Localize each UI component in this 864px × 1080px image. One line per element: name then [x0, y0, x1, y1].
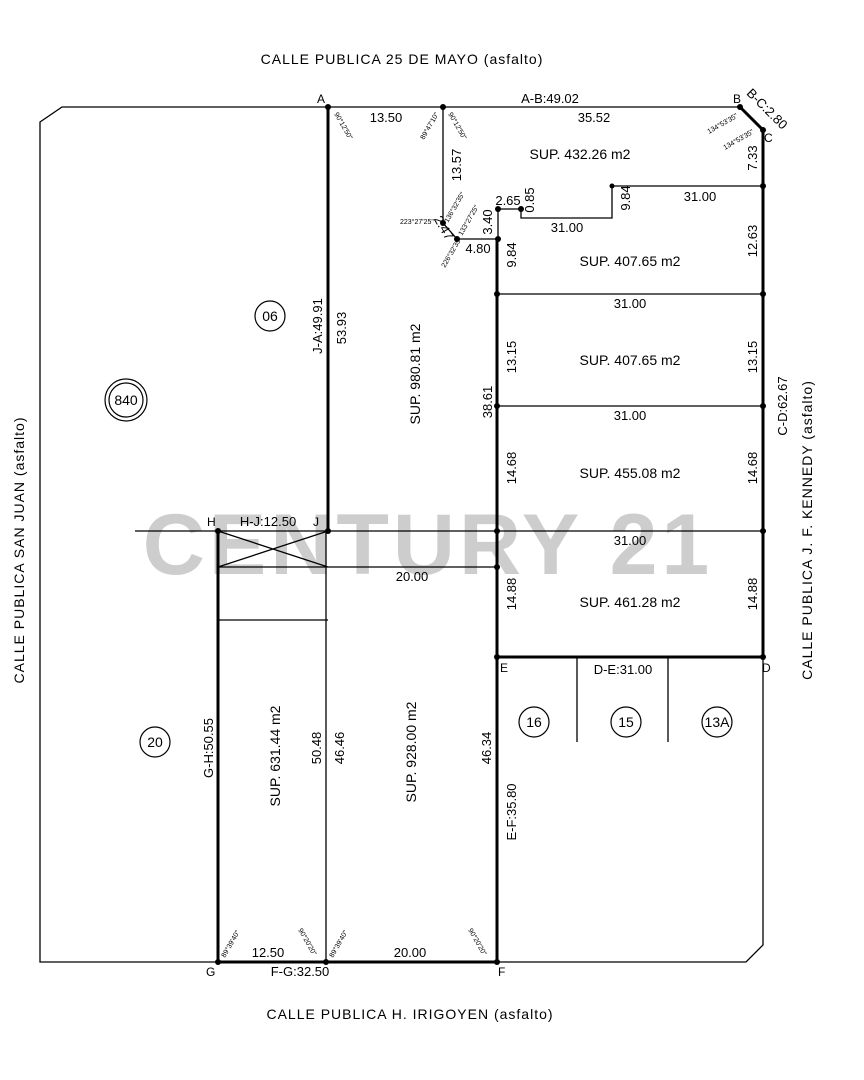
label-f: F — [498, 965, 505, 979]
label-d3100c: 31.00 — [614, 296, 647, 311]
label-d480: 4.80 — [465, 241, 490, 256]
label-cd: C-D:62.67 — [775, 376, 790, 435]
label-d1488b: 14.88 — [745, 578, 760, 611]
label-d265: 2.65 — [495, 193, 520, 208]
label-g8: 134°53'35" — [706, 112, 740, 136]
dimension-labels: 13.50 35.52 13.57 2.65 0.85 3.40 2.47 4.… — [252, 110, 760, 960]
label-a: A — [317, 92, 325, 106]
label-d5393: 53.93 — [334, 312, 349, 345]
label-d1357: 13.57 — [449, 149, 464, 182]
parcel-boundary — [216, 105, 765, 964]
crossed-box — [217, 530, 329, 568]
label-d1250: 12.50 — [252, 945, 285, 960]
street-top: CALLE PUBLICA 25 DE MAYO (asfalto) — [261, 51, 544, 67]
label-d3100a: 31.00 — [551, 220, 584, 235]
label-d1468b: 14.68 — [745, 452, 760, 485]
label-d3100e: 31.00 — [614, 533, 647, 548]
label-g: G — [206, 965, 215, 979]
label-a3: SUP. 407.65 m2 — [580, 352, 681, 368]
label-ab: A-B:49.02 — [521, 91, 579, 106]
label-a5: SUP. 461.28 m2 — [580, 594, 681, 610]
label-d4646: 46.46 — [332, 732, 347, 765]
street-right: CALLE PUBLICA J. F. KENNEDY (asfalto) — [799, 380, 815, 680]
label-ja: J-A:49.91 — [310, 298, 325, 354]
label-d340: 3.40 — [480, 209, 495, 234]
label-d1350: 13.50 — [370, 110, 403, 125]
label-fg: F-G:32.50 — [271, 964, 330, 979]
label-g12: 89°39'40" — [328, 929, 350, 959]
label-g6: 133°27'25" — [457, 203, 481, 237]
label-d3552: 35.52 — [578, 110, 611, 125]
label-d3100d: 31.00 — [614, 408, 647, 423]
label-de: D-E:31.00 — [594, 662, 653, 677]
label-a7: SUP. 631.44 m2 — [267, 705, 283, 806]
label-g10: 89°39'40" — [220, 929, 242, 959]
lot-numbers — [104, 300, 733, 758]
label-a2: SUP. 407.65 m2 — [580, 253, 681, 269]
label-d2000b: 20.00 — [394, 945, 427, 960]
label-b: B — [733, 92, 741, 106]
label-bc: B-C:2.80 — [744, 85, 791, 132]
label-d2000a: 20.00 — [396, 569, 429, 584]
internal-lines — [135, 293, 763, 962]
label-g11: 90°20'20" — [296, 927, 318, 957]
label-j: J — [313, 515, 319, 529]
label-d5048: 50.48 — [309, 732, 324, 765]
label-hj: H-J:12.50 — [240, 514, 296, 529]
lot-line-top — [442, 107, 763, 240]
label-a4: SUP. 455.08 m2 — [580, 465, 681, 481]
label-gh: G-H:50.55 — [201, 718, 216, 778]
watermark: CENTURY 21 — [143, 497, 714, 593]
label-l16: 16 — [526, 714, 542, 730]
label-g2: 89°47'10" — [419, 111, 441, 141]
label-d3861: 38.61 — [480, 386, 495, 419]
label-d4634: 46.34 — [479, 732, 494, 765]
label-d984b: 9.84 — [504, 242, 519, 267]
label-l15: 15 — [618, 714, 634, 730]
label-d1263: 12.63 — [745, 225, 760, 258]
street-left: CALLE PUBLICA SAN JUAN (asfalto) — [11, 417, 27, 684]
label-l06: 06 — [262, 308, 278, 324]
label-a1: SUP. 432.26 m2 — [530, 146, 631, 162]
lot-number-labels: 06 840 20 16 15 13A — [114, 308, 730, 750]
label-g3: 90°12'50" — [446, 111, 468, 141]
label-d1468a: 14.68 — [504, 452, 519, 485]
label-d1315b: 13.15 — [745, 341, 760, 374]
label-e: E — [500, 661, 508, 675]
label-a8: SUP. 928.00 m2 — [403, 701, 419, 802]
label-d1488a: 14.88 — [504, 578, 519, 611]
label-g1: 90°12'50" — [332, 111, 354, 141]
label-a6: SUP. 980.81 m2 — [407, 323, 423, 424]
label-d3100b: 31.00 — [684, 189, 717, 204]
label-l840: 840 — [114, 392, 138, 408]
label-g4: 223°27'25" — [400, 218, 434, 226]
label-l13a: 13A — [705, 714, 731, 730]
label-d1315a: 13.15 — [504, 341, 519, 374]
label-ef: E-F:35.80 — [504, 783, 519, 840]
label-h: H — [207, 515, 216, 529]
label-d: D — [762, 661, 771, 675]
label-d733: 7.33 — [745, 145, 760, 170]
label-d984a: 9.84 — [618, 185, 633, 210]
point-labels: A B C D E F G H J — [206, 92, 773, 979]
label-c: C — [764, 131, 773, 145]
plan-lines — [39, 104, 766, 965]
street-bottom: CALLE PUBLICA H. IRIGOYEN (asfalto) — [266, 1006, 553, 1022]
label-d085: 0.85 — [522, 187, 537, 212]
label-g5: 136°32'35" — [443, 190, 467, 224]
label-l20: 20 — [147, 734, 163, 750]
label-g13: 90°20'20" — [466, 927, 488, 957]
area-labels: SUP. 432.26 m2 SUP. 407.65 m2 SUP. 407.6… — [267, 146, 681, 806]
